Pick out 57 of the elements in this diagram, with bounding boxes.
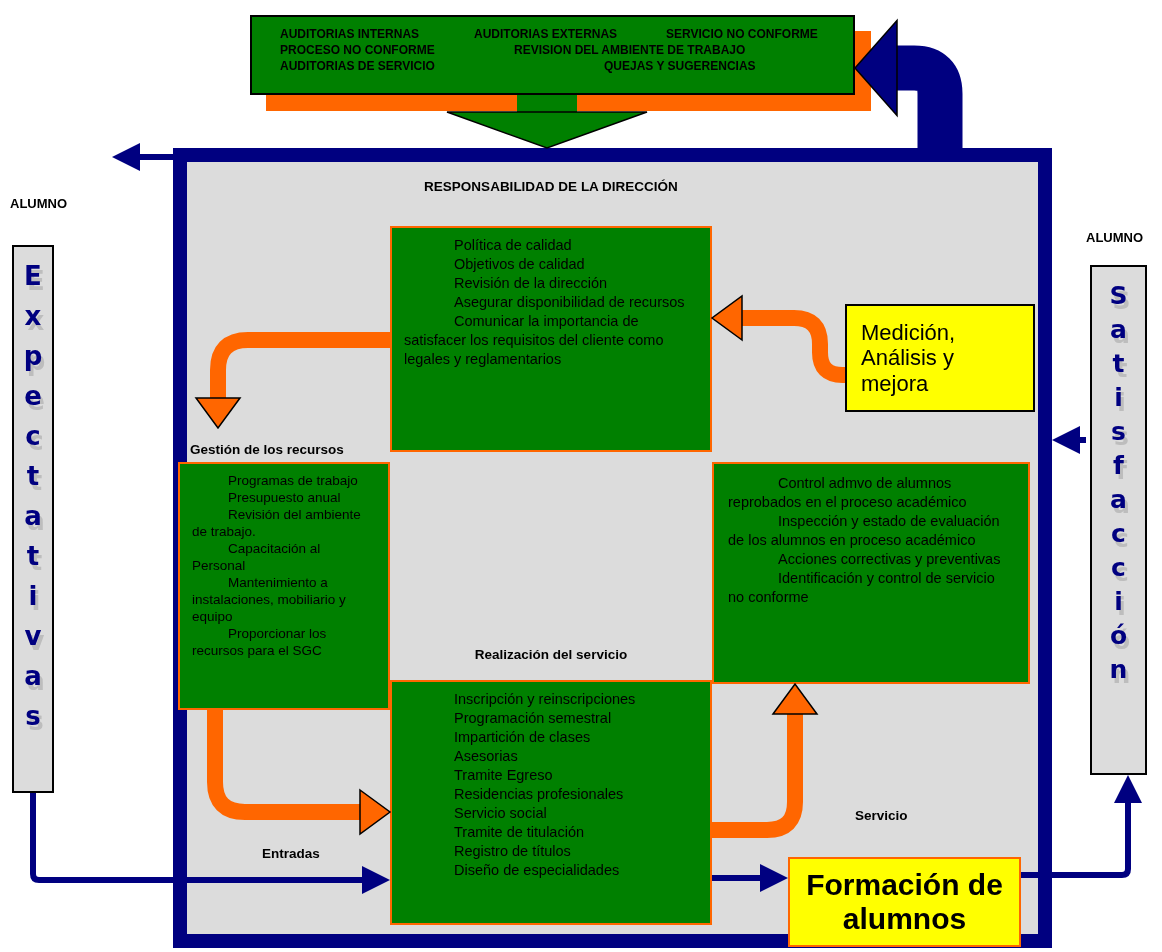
arrow (207, 710, 391, 835)
list-item: Programación semestral (453, 709, 613, 728)
vertical-text: Expectativas (20, 261, 46, 741)
list-item: Política de calidad (453, 236, 573, 255)
section-heading: Gestión de los recursos (190, 442, 345, 457)
list-item: Proporcionar los recursos para el SGC (192, 625, 328, 659)
side-heading: ALUMNO (10, 196, 68, 211)
process-box (712, 462, 1030, 684)
arrow (712, 864, 788, 892)
banner-text: REVISION DEL AMBIENTE DE TRABAJO (514, 43, 746, 57)
list-item: Registro de títulos (453, 842, 572, 861)
list-item: Servicio social (453, 804, 548, 823)
list-item: Asegurar disponibilidad de recursos (453, 293, 686, 312)
list-item: Asesorias (453, 747, 519, 766)
list-item: Revisión de la dirección (453, 274, 609, 293)
banner-text: QUEJAS Y SUGERENCIAS (604, 59, 756, 73)
list-item: Inspección y estado de evaluación de los alumnos en proceso académico (728, 512, 1001, 550)
banner-text: SERVICIO NO CONFORME (666, 27, 818, 41)
box-text: Medición, Análisis y mejora (861, 320, 957, 396)
side-heading: ALUMNO (1086, 230, 1144, 245)
arrow (112, 143, 173, 171)
vertical-text: Satisfacción (1106, 281, 1131, 689)
frame-box (173, 148, 1052, 948)
box-text: Formación de alumnos (805, 867, 1004, 937)
block-arrow (446, 95, 648, 149)
list-item: Residencias profesionales (453, 785, 625, 804)
list-item: Tramite de titulación (453, 823, 586, 842)
arrow (1052, 426, 1086, 454)
list-item: Identificación y control de servicio no conforme (728, 569, 996, 607)
block-arrow (854, 19, 963, 148)
arrow (1021, 775, 1142, 878)
list-item: Objetivos de calidad (453, 255, 586, 274)
list-item: Programas de trabajo (227, 472, 359, 489)
caption-text: Servicio (855, 808, 908, 823)
highlight-box (845, 304, 1035, 412)
banner-text: AUDITORIAS INTERNAS (280, 27, 420, 41)
list-item: Inscripción y reinscripciones (453, 690, 637, 709)
banner-text: AUDITORIAS DE SERVICIO (280, 59, 435, 73)
arrow (195, 332, 390, 429)
list-item: Capacitación al Personal (192, 540, 322, 574)
list-item: Revisión del ambiente de trabajo. (192, 506, 362, 540)
highlight-box (788, 857, 1021, 947)
arrow (712, 683, 818, 838)
list-item: Tramite Egreso (453, 766, 554, 785)
banner-text: AUDITORIAS EXTERNAS (474, 27, 618, 41)
arrow (30, 793, 390, 894)
section-heading: RESPONSABILIDAD DE LA DIRECCIÓN (423, 179, 679, 194)
list-item: Comunicar la importancia de satisfacer los requisitos del cliente como legales y reglamentarios (404, 312, 665, 369)
list-item: Diseño de especialidades (453, 861, 621, 880)
list-item: Presupuesto anual (227, 489, 342, 506)
edge-label: Entradas (260, 846, 322, 861)
list-item: Control admvo de alumnos reprobados en el proceso académico (728, 474, 968, 512)
list-item: Acciones correctivas y preventivas (777, 550, 1002, 569)
section-heading: Realización del servicio (473, 647, 629, 662)
list-item: Impartición de clases (453, 728, 592, 747)
list-item: Mantenimiento a instalaciones, mobiliario y equipo (192, 574, 347, 625)
banner-text: PROCESO NO CONFORME (280, 43, 435, 57)
